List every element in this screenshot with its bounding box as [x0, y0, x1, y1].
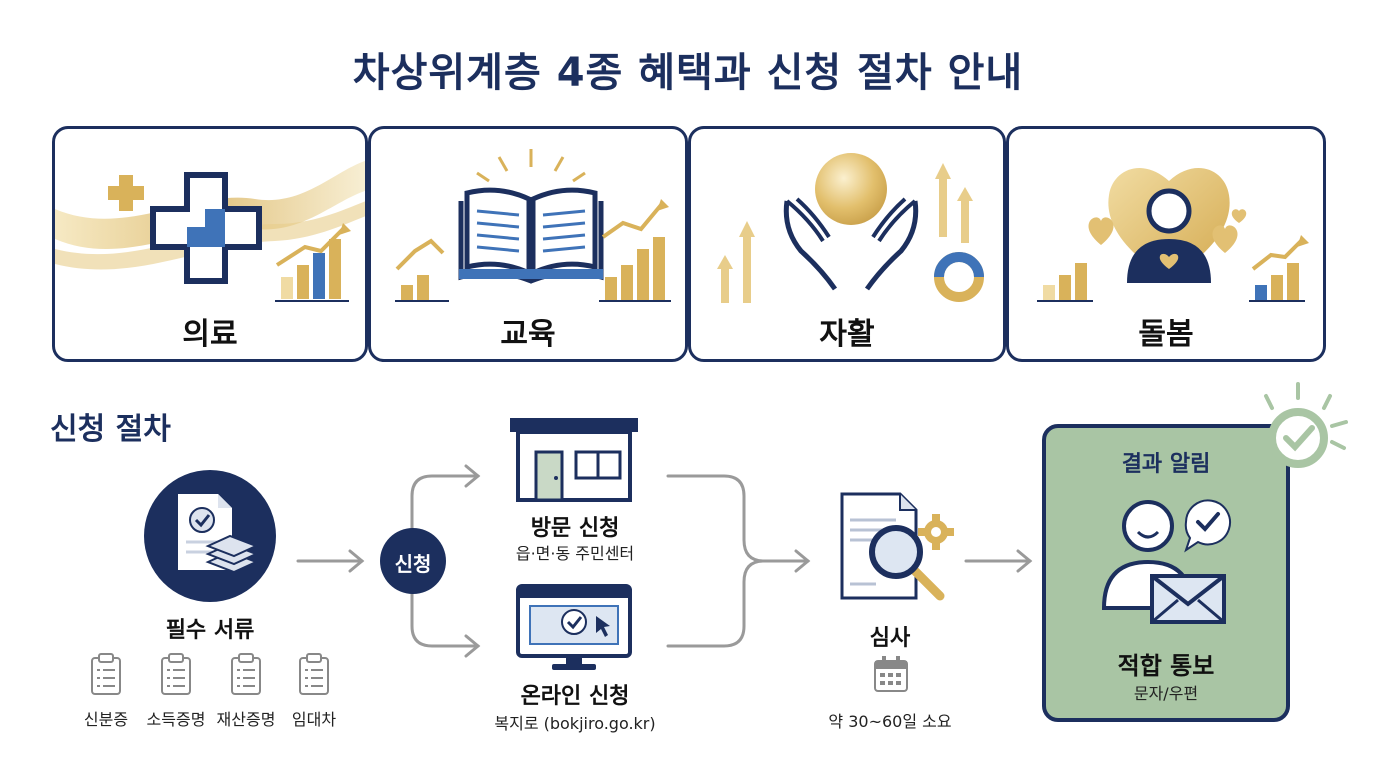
benefit-label-medical: 의료	[182, 317, 238, 352]
page-title: 차상위계층 4종 혜택과 신청 절차 안내	[352, 50, 1024, 96]
monitor-icon	[516, 584, 632, 670]
visit-subtitle: 읍·면·동 주민센터	[515, 544, 635, 563]
clipboard-icon	[91, 653, 121, 695]
apply-node	[380, 528, 446, 594]
online-subtitle: 복지로 (bokjiro.go.kr)	[494, 714, 656, 733]
documents-icon	[144, 470, 276, 602]
building-icon	[510, 418, 638, 502]
calendar-icon	[874, 656, 908, 692]
clipboard-icon	[231, 653, 261, 695]
document-item-id-card: 신분증	[83, 710, 129, 729]
document-item-lease: 임대차	[291, 710, 337, 729]
heart-person-icon	[1037, 168, 1309, 302]
result-subtitle: 문자/우편	[1133, 684, 1199, 703]
result-header: 결과 알림	[1121, 452, 1211, 477]
apply-label: 신청	[394, 552, 432, 576]
review-title: 심사	[869, 626, 911, 651]
online-title: 온라인 신청	[520, 684, 630, 709]
process-section-title: 신청 절차	[50, 412, 171, 447]
clipboard-icon	[299, 653, 329, 695]
open-book-icon	[395, 149, 671, 302]
approved-check-icon	[1264, 382, 1348, 468]
clipboard-icon	[161, 653, 191, 695]
review-magnifier-icon	[840, 492, 954, 601]
document-item-income-proof: 소득증명	[146, 710, 206, 729]
medical-cross-icon	[55, 161, 365, 302]
benefit-card-care: 돌봄	[1006, 126, 1326, 362]
benefit-card-self-support: 자활	[688, 126, 1006, 362]
visit-title: 방문 신청	[530, 516, 620, 541]
result-title: 적합 통보	[1117, 652, 1215, 680]
review-duration: 약 30~60일 소요	[828, 712, 952, 731]
benefit-label-self-support: 자활	[819, 317, 875, 352]
documents-title: 필수 서류	[165, 618, 255, 643]
hands-sun-icon	[717, 153, 984, 303]
benefit-card-medical: 의료	[52, 126, 368, 362]
benefit-card-education: 교육	[368, 126, 688, 362]
benefit-label-education: 교육	[500, 317, 556, 352]
person-message-icon	[1101, 499, 1231, 624]
document-item-property-proof: 재산증명	[216, 710, 276, 729]
benefit-label-care: 돌봄	[1138, 317, 1194, 352]
